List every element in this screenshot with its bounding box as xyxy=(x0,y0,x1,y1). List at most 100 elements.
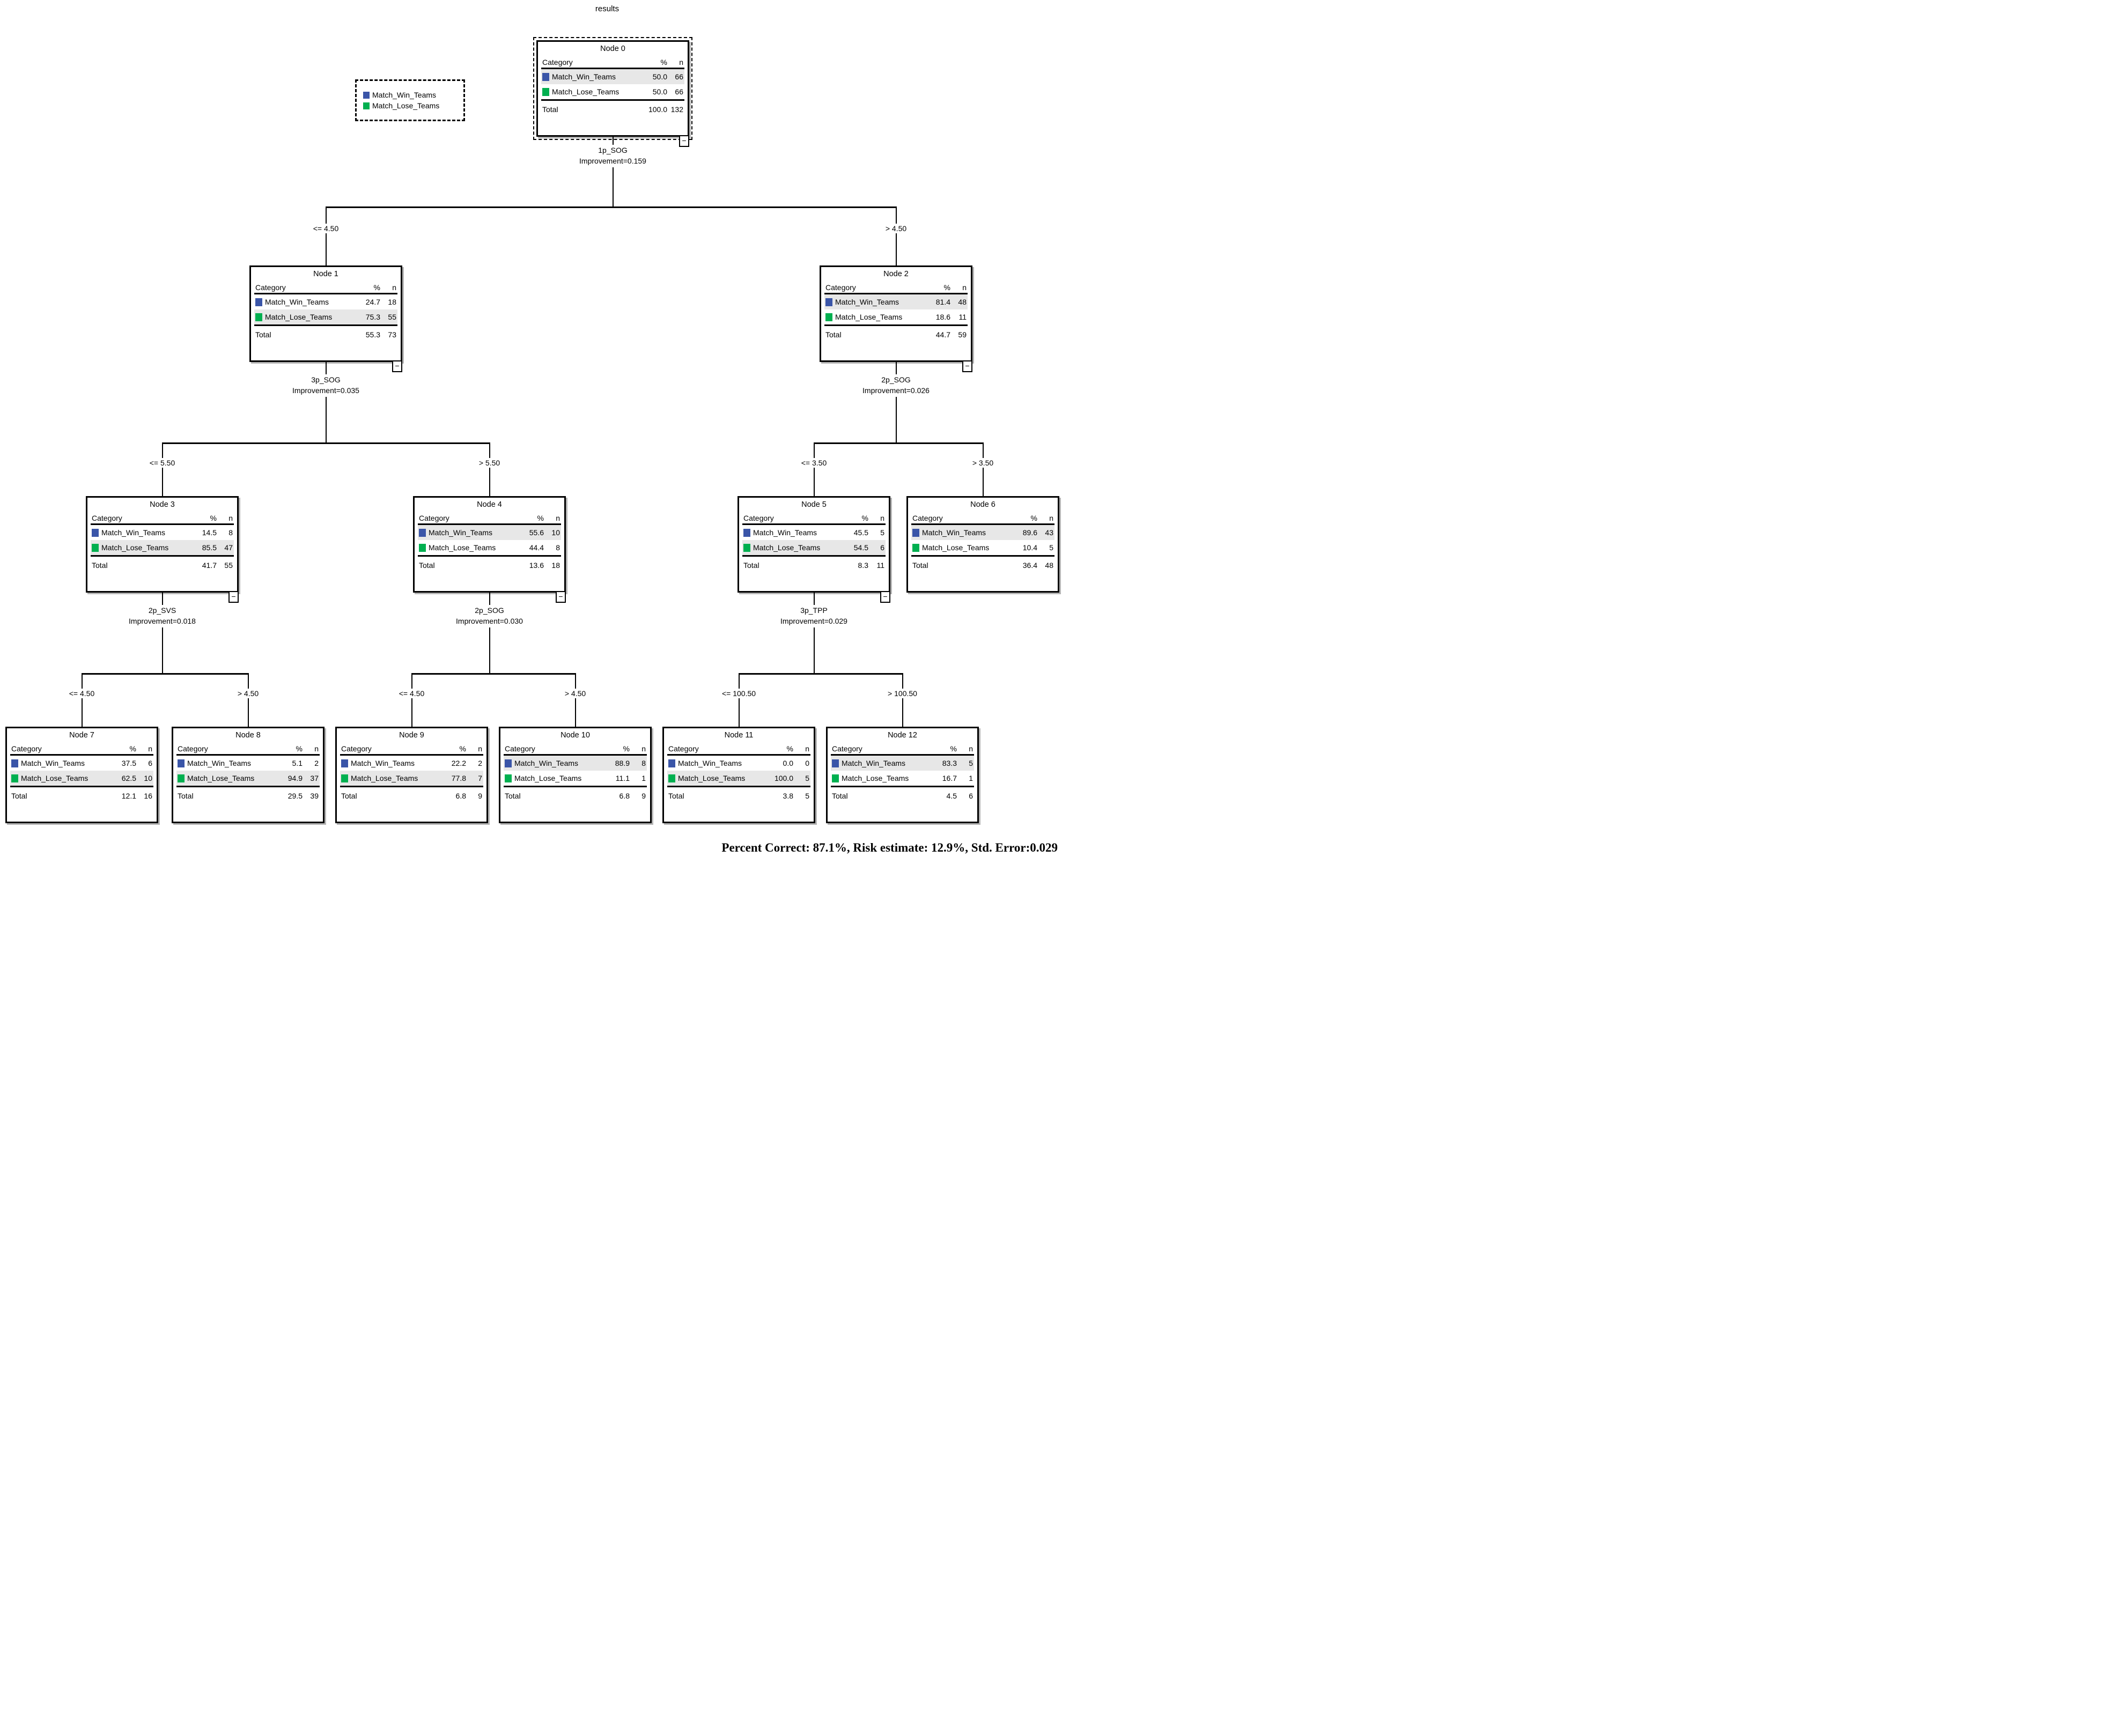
category-row: Match_Win_Teams 88.9 8 xyxy=(504,756,647,771)
category-count: 7 xyxy=(478,774,482,782)
node-table: Category % n Match_Win_Teams 24.7 18 Mat… xyxy=(254,283,397,339)
total-label: Total xyxy=(178,792,194,800)
category-rows: Match_Win_Teams 55.6 10 Match_Lose_Teams… xyxy=(418,525,561,557)
percent-column-header: % xyxy=(459,744,466,753)
total-count: 55 xyxy=(224,561,233,570)
split-variable: 3p_TPP xyxy=(799,606,829,615)
category-label: Match_Lose_Teams xyxy=(835,313,903,321)
category-percent: 22.2 xyxy=(451,759,466,767)
total-label: Total xyxy=(92,561,108,570)
branch-line xyxy=(489,593,490,605)
branch-line xyxy=(161,444,163,458)
total-row: Total 55.3 73 xyxy=(254,330,397,339)
category-percent: 14.5 xyxy=(202,528,217,537)
lose-swatch-icon xyxy=(255,313,262,321)
tree-node-6[interactable]: Node 6 Category % n Match_Win_Teams 89.6… xyxy=(906,496,1059,593)
split-improvement: Improvement=0.030 xyxy=(455,617,524,625)
branch-line xyxy=(738,675,740,689)
tree-node-4[interactable]: Node 4 Category % n Match_Win_Teams 55.6… xyxy=(413,496,566,603)
total-label: Total xyxy=(11,792,27,800)
branch-condition-label: <= 4.50 xyxy=(312,224,340,233)
collapse-node-button[interactable]: − xyxy=(880,591,890,603)
category-label: Match_Lose_Teams xyxy=(351,774,418,782)
category-row: Match_Win_Teams 22.2 2 xyxy=(340,756,483,771)
total-row: Total 36.4 48 xyxy=(911,561,1054,570)
branch-line xyxy=(902,675,903,689)
tree-node-9[interactable]: Node 9 Category % n Match_Win_Teams 22.2… xyxy=(335,727,488,823)
branch-line xyxy=(895,397,897,442)
tree-node-10[interactable]: Node 10 Category % n Match_Win_Teams 88.… xyxy=(499,727,652,823)
category-label: Match_Win_Teams xyxy=(101,528,166,537)
category-row: Match_Win_Teams 50.0 66 xyxy=(541,69,684,84)
branch-line xyxy=(895,208,897,224)
category-label: Match_Win_Teams xyxy=(265,298,329,306)
category-count: 47 xyxy=(224,543,233,552)
category-rows: Match_Win_Teams 24.7 18 Match_Lose_Teams… xyxy=(254,294,397,326)
category-label: Match_Win_Teams xyxy=(21,759,85,767)
tree-node-2[interactable]: Node 2 Category % n Match_Win_Teams 81.4… xyxy=(820,265,972,372)
category-label: Match_Lose_Teams xyxy=(187,774,255,782)
tree-node-11[interactable]: Node 11 Category % n Match_Win_Teams 0.0… xyxy=(662,727,815,823)
lose-swatch-icon xyxy=(178,774,185,782)
win-swatch-icon xyxy=(743,528,750,537)
category-percent: 16.7 xyxy=(942,774,957,782)
tree-node-8[interactable]: Node 8 Category % n Match_Win_Teams 5.1 … xyxy=(172,727,324,823)
collapse-node-button[interactable]: − xyxy=(679,135,689,147)
category-count: 6 xyxy=(880,543,884,552)
collapse-node-button[interactable]: − xyxy=(392,360,402,372)
branch-line xyxy=(161,627,163,673)
category-rows: Match_Win_Teams 5.1 2 Match_Lose_Teams 9… xyxy=(176,756,320,787)
legend-item-lose: Match_Lose_Teams xyxy=(363,101,457,110)
tree-node-7[interactable]: Node 7 Category % n Match_Win_Teams 37.5… xyxy=(5,727,158,823)
category-label: Match_Win_Teams xyxy=(514,759,579,767)
win-swatch-icon xyxy=(912,528,919,537)
decision-tree-canvas: results Match_Win_Teams Match_Lose_Teams… xyxy=(0,0,1062,868)
category-count: 5 xyxy=(805,774,809,782)
branch-line xyxy=(612,167,614,206)
summary-statistics: Percent Correct: 87.1%, Risk estimate: 1… xyxy=(721,841,1058,854)
category-label: Match_Lose_Teams xyxy=(514,774,582,782)
n-column-header: n xyxy=(478,744,482,753)
table-header: Category % n xyxy=(742,514,886,525)
lose-swatch-icon xyxy=(419,543,426,552)
total-percent: 44.7 xyxy=(935,330,950,339)
total-row: Total 29.5 39 xyxy=(176,792,320,800)
branch-line xyxy=(161,468,163,496)
lose-swatch-icon xyxy=(363,102,370,109)
tree-node-1[interactable]: Node 1 Category % n Match_Win_Teams 24.7… xyxy=(249,265,402,372)
page-title: results xyxy=(595,4,620,13)
table-header: Category % n xyxy=(10,744,153,756)
category-label: Match_Win_Teams xyxy=(552,72,616,81)
tree-node-0[interactable]: Node 0 Category % n Match_Win_Teams 50.0… xyxy=(533,37,692,147)
category-column-header: Category xyxy=(92,514,122,522)
table-header: Category % n xyxy=(340,744,483,756)
percent-column-header: % xyxy=(373,283,380,292)
category-count: 66 xyxy=(675,72,683,81)
category-row: Match_Lose_Teams 18.6 11 xyxy=(824,309,968,324)
branch-line xyxy=(902,698,903,727)
node-table: Category % n Match_Win_Teams 89.6 43 Mat… xyxy=(911,514,1054,570)
category-count: 37 xyxy=(310,774,319,782)
collapse-node-button[interactable]: − xyxy=(228,591,239,603)
branch-line xyxy=(411,673,576,675)
category-label: Match_Win_Teams xyxy=(429,528,493,537)
category-percent: 44.4 xyxy=(529,543,544,552)
collapse-node-button[interactable]: − xyxy=(962,360,972,372)
category-row: Match_Lose_Teams 16.7 1 xyxy=(831,771,974,786)
node-table: Category % n Match_Win_Teams 50.0 66 Mat… xyxy=(541,58,684,114)
category-row: Match_Win_Teams 83.3 5 xyxy=(831,756,974,771)
win-swatch-icon xyxy=(255,298,262,306)
category-row: Match_Win_Teams 55.6 10 xyxy=(418,525,561,540)
table-header: Category % n xyxy=(541,58,684,69)
tree-node-12[interactable]: Node 12 Category % n Match_Win_Teams 83.… xyxy=(826,727,979,823)
tree-node-3[interactable]: Node 3 Category % n Match_Win_Teams 14.5… xyxy=(86,496,239,603)
tree-node-5[interactable]: Node 5 Category % n Match_Win_Teams 45.5… xyxy=(738,496,890,603)
branch-line xyxy=(612,137,614,145)
category-percent: 10.4 xyxy=(1022,543,1037,552)
category-percent: 54.5 xyxy=(853,543,868,552)
category-row: Match_Lose_Teams 11.1 1 xyxy=(504,771,647,786)
total-percent: 3.8 xyxy=(783,792,793,800)
collapse-node-button[interactable]: − xyxy=(556,591,566,603)
node-table: Category % n Match_Win_Teams 37.5 6 Matc… xyxy=(10,744,153,800)
category-percent: 37.5 xyxy=(121,759,136,767)
